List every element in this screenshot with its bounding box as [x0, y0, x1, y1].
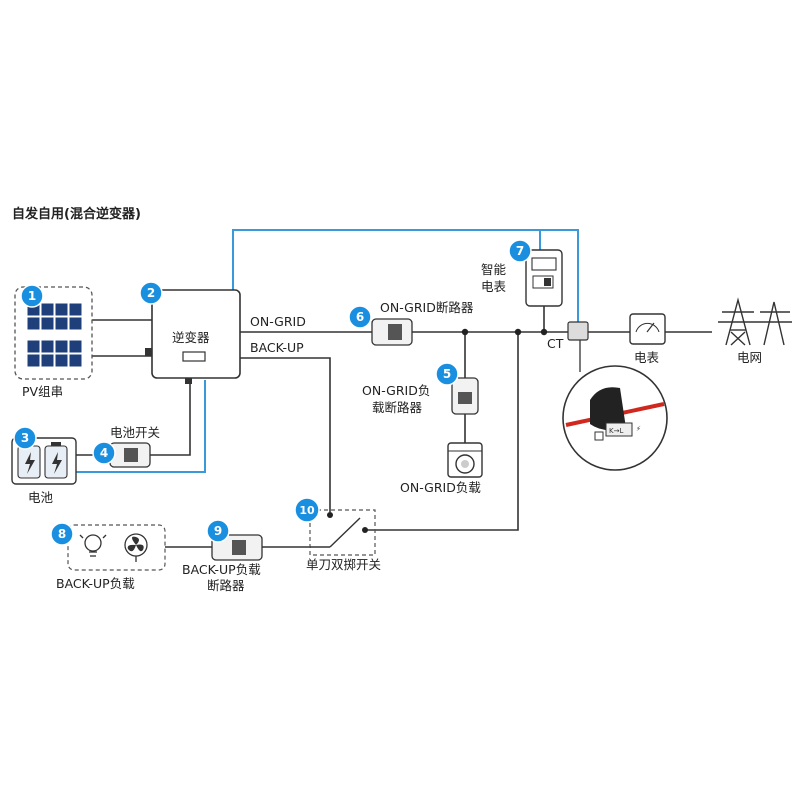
transmission-tower-icon: [718, 297, 792, 346]
svg-text:7: 7: [516, 244, 524, 258]
power-grid[interactable]: 电网: [718, 297, 792, 365]
meter-gauge-icon: [629, 313, 666, 345]
svg-text:3: 3: [21, 431, 29, 445]
spdt-switch-label: 单刀双掷开关: [306, 557, 381, 572]
badge-9: 9: [206, 519, 230, 543]
back-up-load[interactable]: BACK-UP负载: [56, 524, 166, 591]
washing-machine-icon: [447, 442, 483, 478]
on-grid-load-breaker[interactable]: ON-GRID负 载断路器: [362, 377, 479, 415]
battery-label: 电池: [28, 490, 54, 505]
battery-switch[interactable]: 电池开关: [109, 425, 160, 468]
badge-8: 8: [50, 522, 74, 546]
badge-10: 10: [294, 497, 320, 523]
badge-3: 3: [13, 426, 37, 450]
inverter[interactable]: 逆变器: [145, 289, 241, 384]
badge-6: 6: [348, 305, 372, 329]
fan-icon: [124, 533, 148, 562]
ct-label: CT: [547, 336, 564, 351]
svg-text:1: 1: [28, 289, 36, 303]
junction-dots: [461, 328, 548, 336]
spdt-switch[interactable]: 单刀双掷开关: [306, 509, 381, 572]
smart-meter[interactable]: 智能 电表: [481, 249, 563, 307]
power-wires: [75, 305, 712, 548]
svg-text:10: 10: [299, 504, 315, 517]
back-up-load-label: BACK-UP负载: [56, 576, 135, 591]
badge-7: 7: [508, 239, 532, 263]
svg-text:5: 5: [443, 367, 451, 381]
pv-string-label: PV组串: [22, 384, 63, 399]
badge-1: 1: [20, 284, 44, 308]
on-grid-port-label: ON-GRID: [250, 314, 306, 329]
svg-text:6: 6: [356, 310, 364, 324]
on-grid-breaker[interactable]: ON-GRID断路器: [371, 300, 474, 346]
ct-clamp-icon: K→L ⚡: [590, 387, 641, 441]
svg-text:⚡: ⚡: [636, 425, 641, 433]
blue-communication-wires: [75, 229, 579, 473]
badge-5: 5: [435, 362, 459, 386]
on-grid-load-label: ON-GRID负载: [400, 480, 481, 495]
diagram-title: 自发自用(混合逆变器): [12, 206, 141, 222]
inverter-display-icon: [182, 351, 206, 362]
light-bulb-icon: [79, 534, 107, 557]
smart-meter-label-1: 智能: [481, 262, 507, 277]
svg-text:4: 4: [100, 446, 108, 460]
smart-meter-label-2: 电表: [481, 279, 507, 294]
utility-meter[interactable]: 电表: [629, 313, 666, 365]
on-grid-breaker-label: ON-GRID断路器: [380, 300, 474, 315]
ct-detail-callout: K→L ⚡: [562, 365, 668, 471]
svg-text:2: 2: [147, 286, 155, 300]
back-up-breaker-label-2: 断路器: [207, 578, 245, 593]
ct-clamp[interactable]: CT: [547, 321, 589, 372]
battery-switch-label: 电池开关: [110, 425, 160, 440]
grid-label: 电网: [737, 350, 762, 365]
back-up-port-label: BACK-UP: [250, 340, 304, 355]
meter-label: 电表: [634, 350, 660, 365]
svg-text:9: 9: [214, 524, 222, 538]
on-grid-load-breaker-label-2: 载断路器: [372, 400, 423, 415]
svg-text:8: 8: [58, 527, 66, 541]
badge-4: 4: [92, 441, 116, 465]
on-grid-load[interactable]: ON-GRID负载: [400, 442, 483, 495]
on-grid-load-breaker-label-1: ON-GRID负: [362, 383, 430, 398]
inverter-label: 逆变器: [172, 330, 210, 345]
back-up-breaker[interactable]: BACK-UP负载 断路器: [182, 534, 263, 593]
badge-2: 2: [139, 281, 163, 305]
solar-panel-icon: [26, 302, 83, 368]
back-up-breaker-label-1: BACK-UP负载: [182, 562, 261, 577]
svg-text:K→L: K→L: [609, 427, 623, 435]
